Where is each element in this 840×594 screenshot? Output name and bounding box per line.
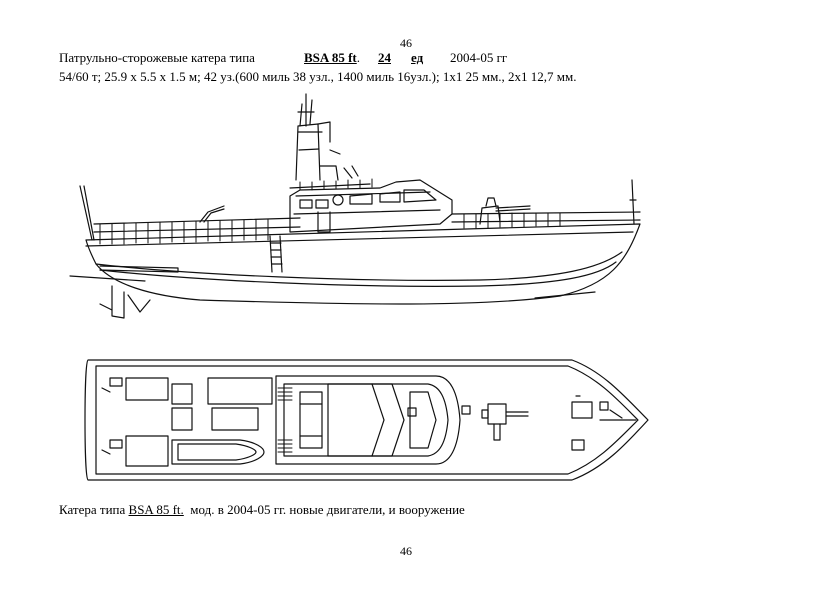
inflatable-boat bbox=[172, 440, 264, 464]
superstructure bbox=[290, 180, 452, 232]
gun-mount-plan bbox=[488, 404, 506, 424]
mast bbox=[296, 124, 320, 180]
figure-caption: Катера типа BSA 85 ft. мод. в 2004-05 гг… bbox=[59, 502, 465, 517]
deck-locker bbox=[126, 378, 168, 400]
page-number-bottom: 46 bbox=[400, 544, 412, 558]
page-number-top: 46 bbox=[400, 36, 412, 50]
plan-hull-outline bbox=[85, 360, 648, 480]
caption-suffix: мод. в 2004-05 гг. новые двигатели, и во… bbox=[190, 502, 465, 517]
unit-label: ед bbox=[411, 50, 424, 65]
service-years: 2004-05 гг bbox=[450, 50, 508, 65]
unit-count: 24 bbox=[378, 50, 391, 65]
caption-class-name: BSA 85 ft. bbox=[128, 502, 184, 517]
gun-mount-side bbox=[480, 206, 500, 224]
boat-plan-view bbox=[85, 360, 648, 480]
caption-prefix: Катера типа bbox=[59, 502, 126, 517]
boat-side-profile bbox=[70, 94, 640, 318]
class-name-dot: . bbox=[356, 50, 360, 65]
title-prefix: Патрульно-сторожевые катера типа bbox=[59, 50, 255, 65]
plan-deckhouse bbox=[276, 376, 460, 464]
hull-outline bbox=[86, 224, 640, 304]
class-name-header: BSA 85 ft. bbox=[304, 50, 360, 65]
class-name-text: BSA 85 ft bbox=[304, 50, 357, 65]
specifications: 54/60 т; 25.9 х 5.5 х 1.5 м; 42 уз.(600 … bbox=[59, 69, 577, 84]
